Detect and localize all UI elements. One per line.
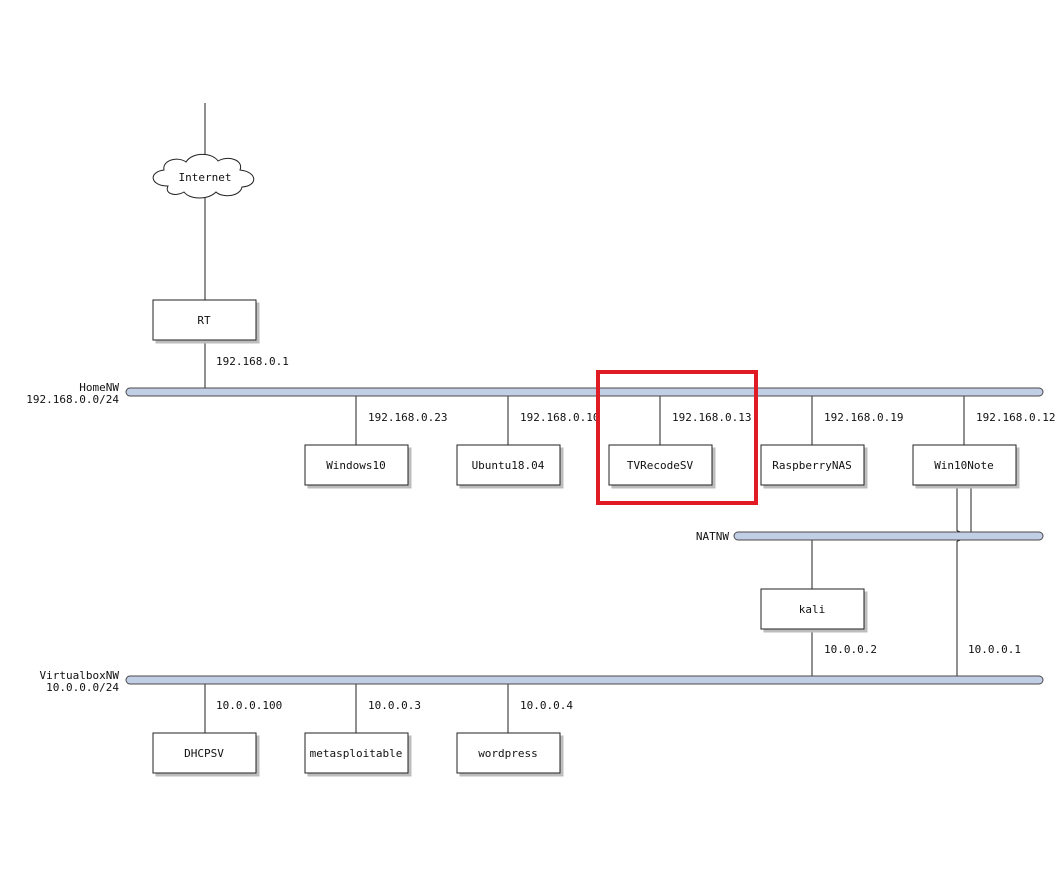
- node-label: RaspberryNAS: [772, 459, 851, 472]
- home-network-subnet: 192.168.0.0/24: [26, 393, 119, 406]
- vbox-network-subnet: 10.0.0.0/24: [46, 681, 119, 694]
- node-label: DHCPSV: [184, 747, 224, 760]
- node-label: TVRecodeSV: [627, 459, 694, 472]
- node-label: RT: [197, 314, 211, 327]
- nat-network-bus: [733, 531, 1044, 541]
- ip-label-windows10: 192.168.0.23: [368, 411, 447, 424]
- ip-label-wordpress: 10.0.0.4: [520, 699, 573, 712]
- home-network-bus: [125, 387, 1044, 397]
- node-win10note[interactable]: Win10Note: [912, 444, 1017, 486]
- nat-network-name: NATNW: [696, 530, 729, 543]
- internet-label: Internet: [179, 171, 232, 184]
- node-label: kali: [799, 603, 826, 616]
- connection-lines: [204, 103, 972, 733]
- ip-label-kali: 10.0.0.2: [824, 643, 877, 656]
- node-tvrecode[interactable]: TVRecodeSV: [608, 444, 713, 486]
- ip-label-rt: 192.168.0.1: [216, 355, 289, 368]
- node-windows10[interactable]: Windows10: [304, 444, 409, 486]
- ip-label-win10note: 192.168.0.12: [976, 411, 1055, 424]
- node-label: Win10Note: [934, 459, 994, 472]
- node-label: Ubuntu18.04: [472, 459, 545, 472]
- vbox-network-bus: [125, 675, 1044, 685]
- home-network-name: HomeNW: [79, 381, 119, 394]
- cloud-icon: [152, 153, 255, 199]
- node-ubuntu[interactable]: Ubuntu18.04: [456, 444, 561, 486]
- node-metasploitable[interactable]: metasploitable: [304, 732, 409, 774]
- node-kali[interactable]: kali: [760, 588, 865, 630]
- vbox-network-name: VirtualboxNW: [40, 669, 120, 682]
- internet-cloud: Internet: [152, 153, 255, 199]
- node-wordpress[interactable]: wordpress: [456, 732, 561, 774]
- highlight-box-tvrecode: [596, 370, 758, 505]
- ip-label-win10note-vbox: 10.0.0.1: [968, 643, 1021, 656]
- ip-label-tvrecode: 192.168.0.13: [672, 411, 751, 424]
- node-label: wordpress: [478, 747, 538, 760]
- node-raspberry[interactable]: RaspberryNAS: [760, 444, 865, 486]
- node-label: Windows10: [326, 459, 386, 472]
- node-dhcpsv[interactable]: DHCPSV: [152, 732, 257, 774]
- ip-label-ubuntu: 192.168.0.10: [520, 411, 599, 424]
- ip-label-dhcpsv: 10.0.0.100: [216, 699, 282, 712]
- ip-label-metasploitable: 10.0.0.3: [368, 699, 421, 712]
- node-label: metasploitable: [310, 747, 403, 760]
- node-rt[interactable]: RT: [152, 299, 257, 341]
- ip-label-raspberry: 192.168.0.19: [824, 411, 903, 424]
